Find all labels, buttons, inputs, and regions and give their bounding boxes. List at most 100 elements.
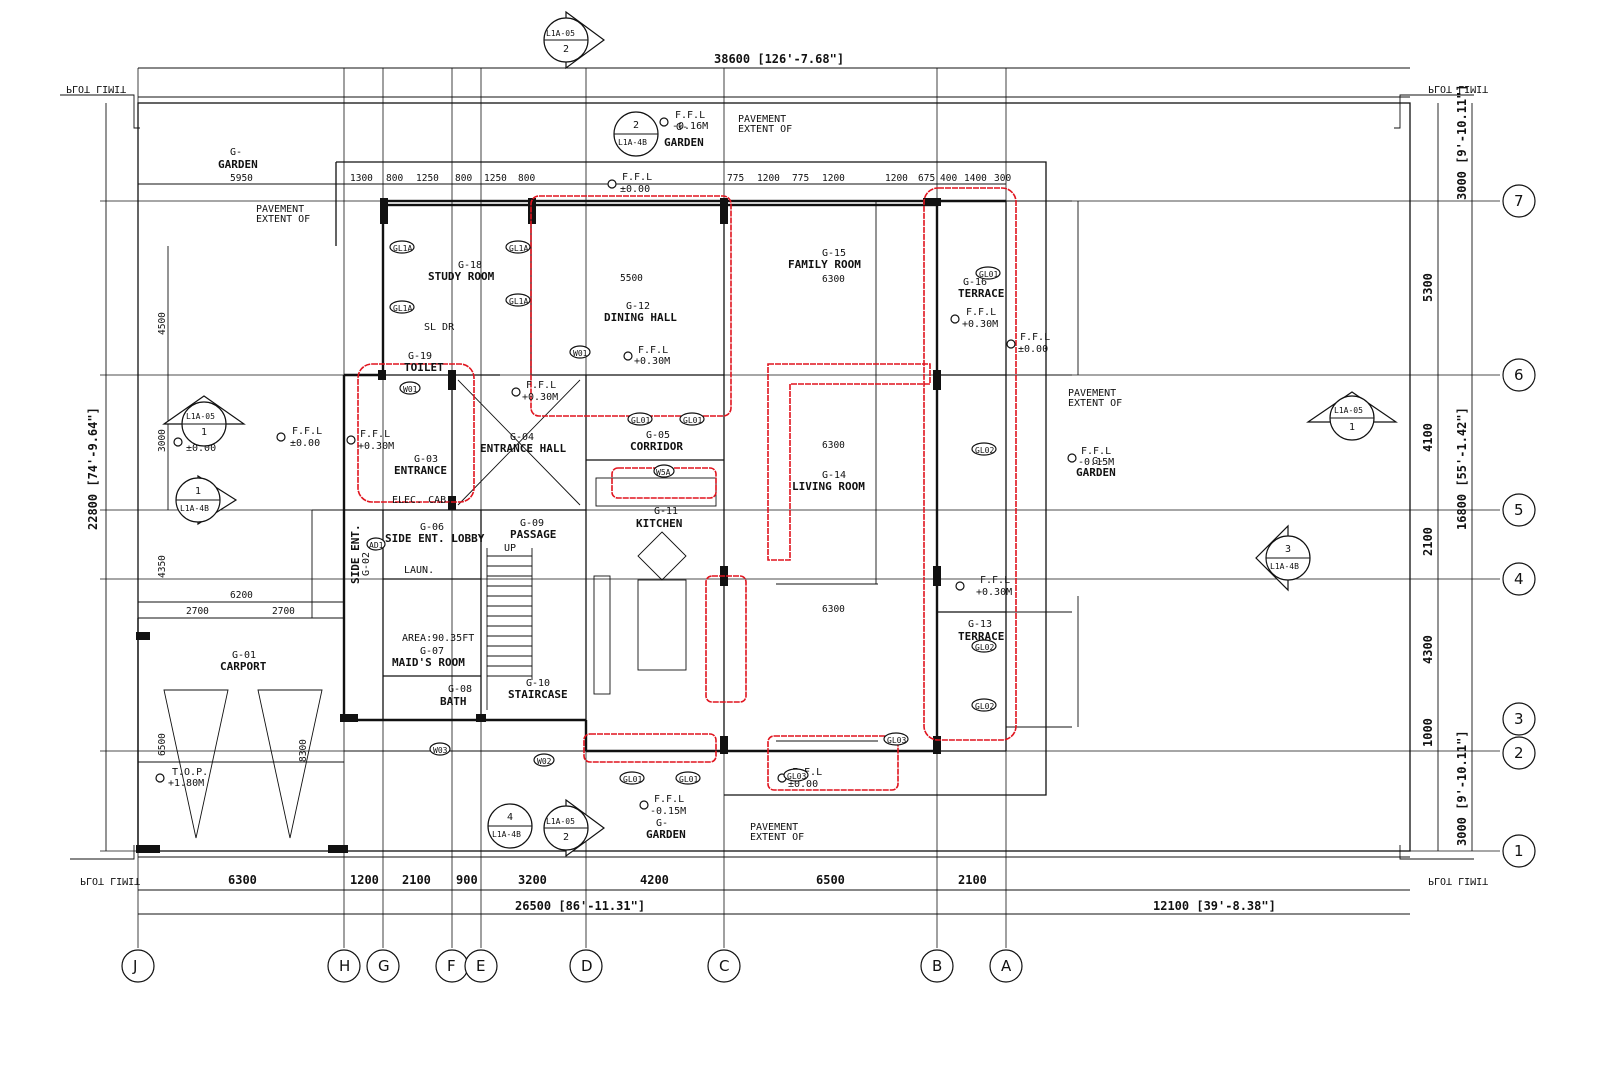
bottom-total-left: 26500 [86'-11.31"]: [515, 899, 645, 913]
section-marker-top: L1A-05 2: [543, 10, 606, 70]
dim-t-13: 1400: [964, 173, 987, 184]
elev-1-ref: L1A-4B: [180, 504, 209, 513]
dim-r-3: 4300: [1421, 635, 1435, 664]
section-bottom-num: 2: [563, 832, 569, 843]
dim-r-2: 2100: [1421, 527, 1435, 556]
elev-4-num: 4: [507, 812, 513, 823]
tag-gl03-1: GL03: [887, 736, 906, 745]
grid-column-bubbles: J H G F E D C B A: [121, 949, 1023, 983]
ffl-label-4: F.F.L: [966, 307, 996, 318]
room-code-carport: G-01: [232, 650, 256, 661]
building-walls: [136, 161, 1079, 853]
grid-col-c: C: [719, 957, 729, 975]
tag-gl01-5: GL01: [979, 270, 998, 279]
grid-col-f: F: [447, 957, 456, 975]
overall-dimensions: 38600 [126'-7.68"] 22800 [74'-9.64"] 265…: [86, 52, 1473, 915]
dim-b-7: 2100: [958, 873, 987, 887]
room-code-entrance: G-03: [414, 454, 438, 465]
grid-col-b: B: [932, 957, 942, 975]
ffl-val-10: -0.15M: [1078, 457, 1114, 468]
dim-t-1: 800: [386, 173, 403, 184]
ffl-val-11: +0.30M: [976, 587, 1012, 598]
section-right-ref: L1A-05: [1334, 406, 1363, 415]
room-name-maids: MAID'S ROOM: [392, 656, 465, 669]
dim-t-11: 675: [918, 173, 935, 184]
overall-depth-dim: 22800 [74'-9.64"]: [86, 407, 100, 530]
grid-row-bubbles: 7 6 5 4 3 2 1: [1502, 184, 1536, 868]
room-code-kitchen: G-11: [654, 506, 678, 517]
tag-w01-2: W01: [403, 385, 418, 394]
dim-t-9: 1200: [822, 173, 845, 184]
grid-col-j: J: [132, 957, 137, 975]
ffl-label-3: F.F.L: [638, 345, 668, 356]
ffl-val-5: ±0.00: [1018, 344, 1048, 355]
elevation-marker-1: 1 L1A-4B: [175, 474, 238, 526]
room-name-terrace-bottom: TERRACE: [958, 630, 1004, 643]
tag-gl1a-2: GL1A: [393, 304, 412, 313]
tag-gl02-3: GL02: [975, 702, 994, 711]
room-code-garden-right: G-: [1092, 456, 1104, 467]
room-code-garden-top-mid: G-: [676, 122, 688, 133]
tag-w5a: W5A: [656, 468, 671, 477]
extent-label-right: EXTENT OF: [1068, 398, 1122, 409]
tag-gl02-1: GL02: [975, 446, 994, 455]
section-markers: L1A-05 2 2 L1A-4B L1A-05 1 1 L1A-4B: [162, 10, 1398, 858]
dim-b-5: 4200: [640, 873, 669, 887]
ffl-val-9: +0.30M: [358, 441, 394, 452]
room-labels: G- GARDEN G-18 STUDY ROOM G-12 DINING HA…: [218, 122, 1116, 841]
elev-2-num: 2: [633, 120, 639, 131]
tag-gl1a-3: GL1A: [509, 244, 528, 253]
plot-limit-label-tl: PLOT LIMIT: [66, 83, 126, 94]
grid-row-5: 5: [1514, 501, 1524, 519]
family-width-dim: 6300: [822, 274, 845, 285]
ffl-val-8: ±0.00: [186, 443, 216, 454]
grid-row-6: 6: [1514, 366, 1524, 384]
dining-width-dim: 5500: [620, 273, 643, 284]
dim-t-7: 1200: [757, 173, 780, 184]
plot-limit-label-br: PLOT LIMIT: [1428, 875, 1488, 886]
top-label: T.O.P.: [172, 767, 208, 778]
ffl-markers: F.F.L ±0.00 F.F.L -0.16M F.F.L +0.30M F.…: [155, 110, 1114, 817]
room-name-living: LIVING ROOM: [792, 480, 865, 493]
room-name-corridor: CORRIDOR: [630, 440, 683, 453]
dim-t-3: 800: [455, 173, 472, 184]
section-top-num: 2: [563, 44, 569, 55]
bottom-dimension-string: 6300 1200 2100 900 3200 4200 6500 2100: [228, 873, 987, 887]
section-left-ref: L1A-05: [186, 412, 215, 421]
elevation-marker-3: 3 L1A-4B: [1255, 524, 1311, 592]
room-name-garden-top-mid: GARDEN: [664, 136, 704, 149]
structural-columns: [136, 198, 941, 853]
ffl-val-1: ±0.00: [620, 184, 650, 195]
grid-row-7: 7: [1514, 192, 1524, 210]
grid-row-1: 1: [1514, 842, 1524, 860]
ffl-label-6: F.F.L: [526, 380, 556, 391]
ffl-label-13: F.F.L: [654, 794, 684, 805]
bottom-total-right: 12100 [39'-8.38"]: [1153, 899, 1276, 913]
left-dimensions: 4500 3000 4350 6500 2700 2700 6200 8300: [138, 246, 344, 762]
right-setback-bottom: 3000 [9'-10.11"]: [1455, 730, 1469, 846]
grid-row-2: 2: [1514, 744, 1524, 762]
room-name-study: STUDY ROOM: [428, 270, 495, 283]
dim-r-1: 4100: [1421, 423, 1435, 452]
dim-l-3: 6500: [157, 733, 168, 756]
tag-gl02-2: GL02: [975, 643, 994, 652]
tag-ad1: AD1: [369, 541, 384, 550]
revision-clouds: [357, 187, 1017, 791]
tag-gl1a-1: GL1A: [393, 244, 412, 253]
elec-cab-label: ELEC. CAB.: [392, 495, 452, 506]
room-code-side-lobby: G-06: [420, 522, 444, 533]
elevation-marker-4: 4 L1A-4B: [487, 803, 533, 849]
tag-gl01-3: GL01: [623, 775, 642, 784]
dim-b-0: 6300: [228, 873, 257, 887]
extent-label-top: EXTENT OF: [738, 124, 792, 135]
ffl-val-12: ±0.00: [788, 779, 818, 790]
room-name-carport: CARPORT: [220, 660, 267, 673]
ffl-label-2: F.F.L: [675, 110, 705, 121]
ffl-val-3: +0.30M: [634, 356, 670, 367]
tag-gl01-4: GL01: [679, 775, 698, 784]
section-right-num: 1: [1349, 422, 1355, 433]
ffl-val-2: -0.16M: [672, 121, 708, 132]
room-code-corridor: G-05: [646, 430, 670, 441]
dim-r-0: 5300: [1421, 273, 1435, 302]
pavement-label-bottom: PAVEMENT: [750, 822, 798, 833]
